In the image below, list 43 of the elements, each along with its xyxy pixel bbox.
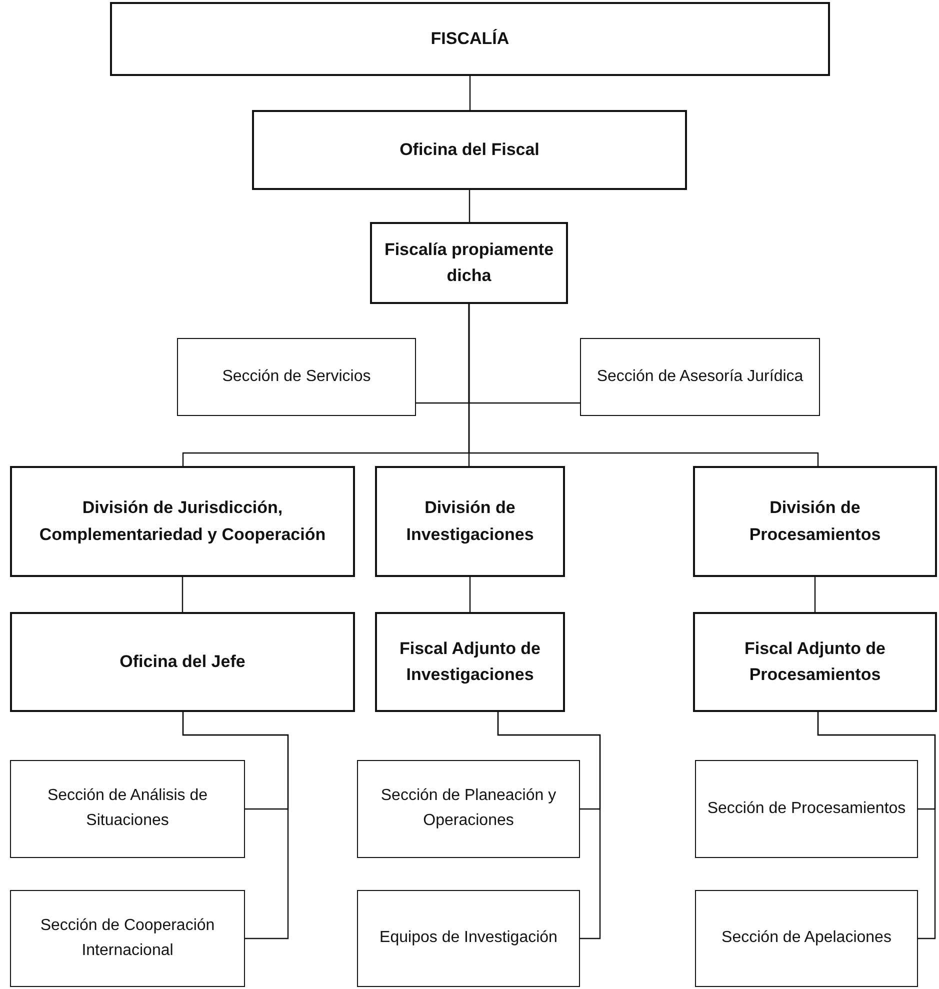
connector-line — [182, 577, 184, 612]
unit-name: Sección de Cooperación Internacional — [39, 916, 216, 960]
unit-name: División de Procesamientos — [748, 497, 882, 546]
unit-name: Oficina del Jefe — [120, 650, 246, 673]
unit-name: Fiscal Adjunto de Investigaciones — [398, 638, 542, 686]
connector-line — [814, 577, 816, 612]
unit-name: Sección de Procesamientos — [707, 798, 906, 819]
org-unit-box — [357, 890, 580, 987]
unit-name: Sección de Planeación y Operaciones — [380, 786, 558, 831]
unit-name: División de Investigaciones — [405, 497, 535, 546]
unit-name: Sección de Servicios — [222, 366, 371, 387]
unit-name: Equipos de Investigación — [380, 928, 558, 948]
unit-name: Oficina del Fiscal — [400, 138, 540, 161]
connector-line — [468, 190, 470, 222]
org-unit-box — [357, 760, 580, 858]
unit-name: Sección de Asesoría Jurídica — [596, 366, 804, 387]
connector-line — [497, 712, 601, 940]
connector-line — [182, 712, 289, 940]
connector-line — [817, 712, 936, 940]
org-unit-box — [252, 110, 687, 190]
org-unit-box — [695, 890, 918, 987]
org-unit-box — [370, 222, 568, 304]
connector-line — [469, 577, 471, 612]
unit-name: Fiscalía propiamente dicha — [383, 238, 555, 287]
org-unit-box — [110, 2, 830, 76]
unit-name: Fiscal Adjunto de Procesamientos — [743, 638, 887, 686]
unit-name: Sección de Análisis de Situaciones — [46, 786, 209, 831]
org-unit-box — [375, 466, 565, 577]
connector-line — [468, 304, 819, 466]
org-unit-box — [10, 466, 355, 577]
org-unit-box — [10, 612, 355, 712]
org-unit-box — [693, 612, 937, 712]
org-unit-box — [375, 612, 565, 712]
org-unit-box — [177, 338, 416, 416]
unit-name: División de Jurisdicción, Complementariedad y Cooperación — [38, 497, 327, 546]
org-unit-box — [580, 338, 820, 416]
unit-name: Sección de Apelaciones — [722, 928, 892, 948]
org-unit-box — [695, 760, 918, 858]
connector-line — [469, 76, 471, 110]
org-unit-box — [693, 466, 937, 577]
unit-name: FISCALÍA — [430, 28, 510, 50]
org-unit-box — [10, 760, 245, 858]
org-unit-box — [10, 890, 245, 987]
